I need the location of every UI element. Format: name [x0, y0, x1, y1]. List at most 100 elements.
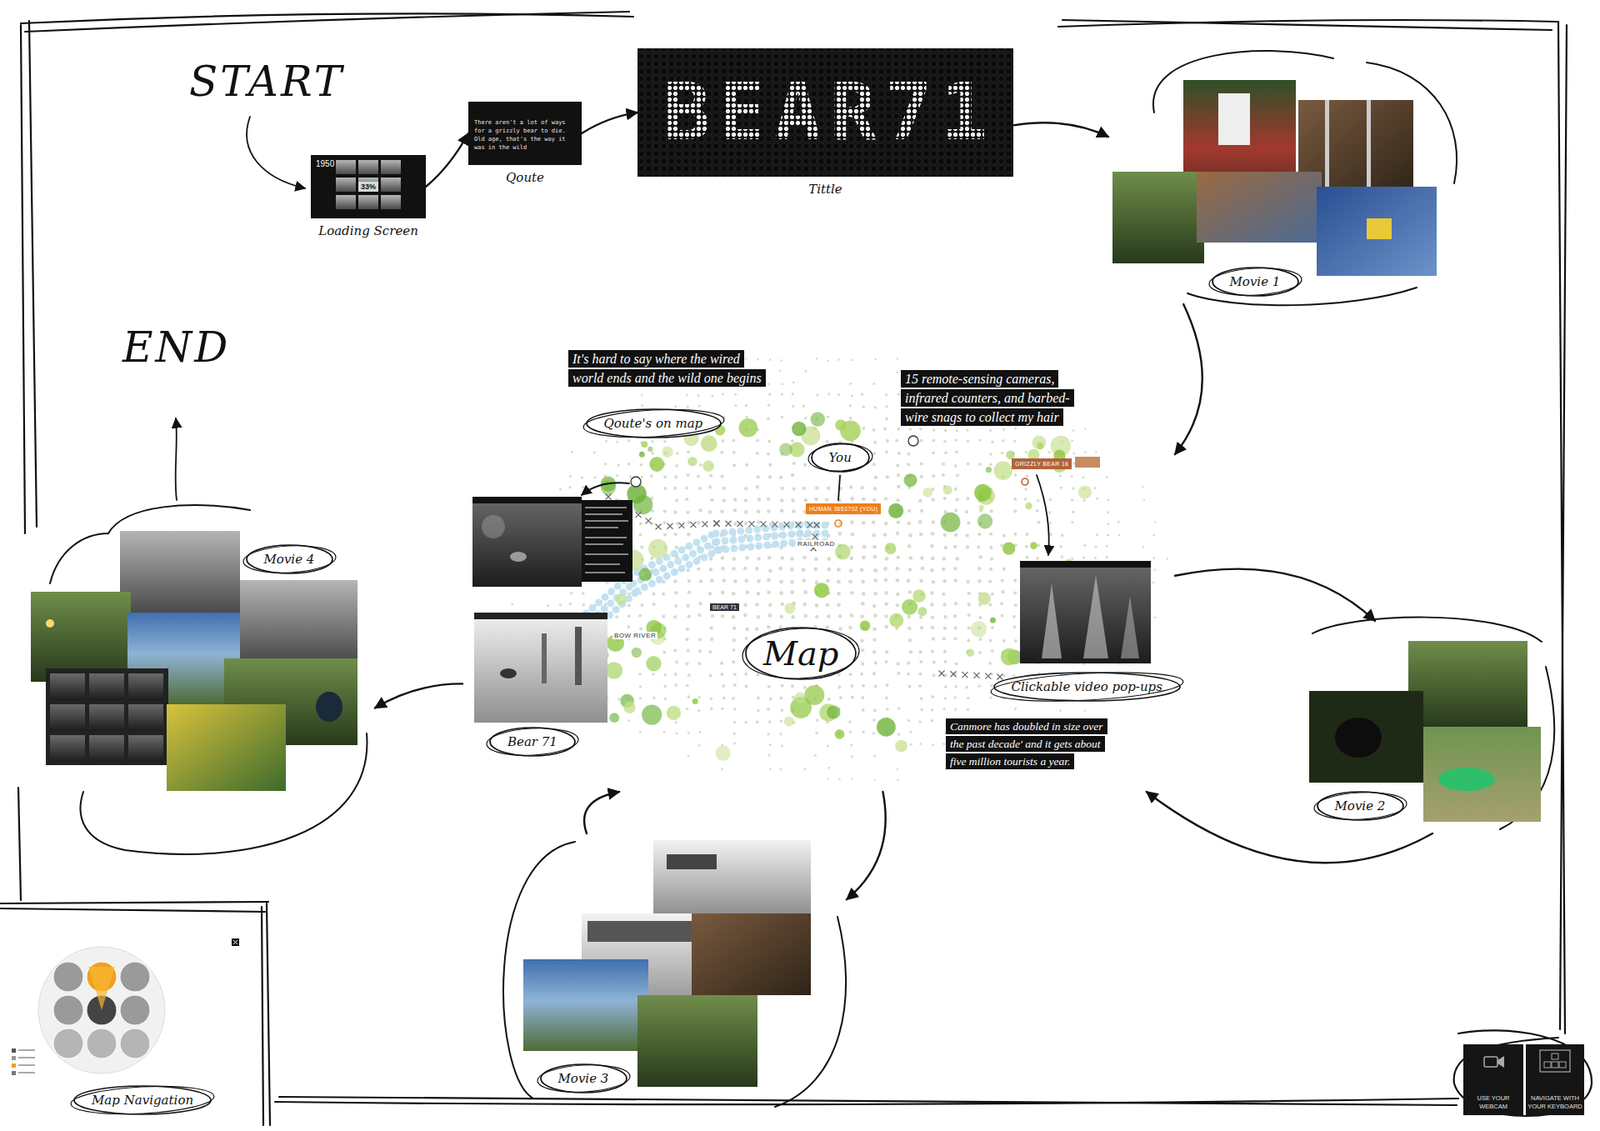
map-dot	[862, 545, 867, 550]
map-dot	[663, 486, 667, 490]
map-dot	[885, 650, 889, 654]
map-dot	[1070, 499, 1074, 502]
map-dot	[639, 685, 642, 688]
video-popups	[1041, 583, 1062, 659]
map-dot	[570, 591, 573, 595]
map-dot	[1070, 557, 1075, 561]
map-dot	[651, 672, 655, 676]
map-dot	[674, 532, 678, 536]
map-navigation-art	[11, 938, 240, 1075]
map-dot	[627, 614, 631, 618]
map-dot	[895, 531, 900, 536]
map-dot	[907, 719, 910, 722]
map-dot	[1002, 534, 1006, 538]
map-dot	[836, 603, 841, 608]
map-dot	[720, 672, 724, 676]
map-dot	[954, 578, 958, 582]
map-dot	[744, 578, 749, 583]
map-dot	[849, 672, 853, 676]
map-dot	[966, 462, 970, 466]
map-dot	[955, 662, 959, 666]
map-dot	[1060, 485, 1063, 489]
map-dot	[988, 580, 992, 584]
map-dot	[739, 418, 759, 438]
map-dot	[919, 660, 923, 664]
video-popups	[585, 513, 623, 515]
map-dot	[745, 357, 747, 360]
map-dot	[1024, 497, 1028, 501]
map-dot	[700, 553, 709, 561]
map-dot	[989, 567, 993, 571]
map-navigation-art	[120, 1028, 150, 1059]
map-dot	[874, 685, 878, 689]
map-dot	[685, 637, 689, 641]
map-dot	[1031, 435, 1046, 450]
map-dot	[699, 463, 703, 467]
movie-collage	[1408, 640, 1528, 727]
map-dot	[979, 637, 983, 641]
map-dot	[767, 382, 770, 385]
map-dot	[815, 718, 820, 722]
map-dot	[942, 579, 947, 584]
map-dot	[804, 768, 807, 771]
node-text: USE YOUR WEBCAM	[1465, 1094, 1522, 1110]
map-dot	[873, 578, 878, 583]
map-dot	[698, 649, 702, 653]
map-dot	[805, 530, 813, 538]
map-dot	[989, 639, 993, 643]
map-dot	[1000, 648, 1019, 666]
map-dot	[1014, 427, 1017, 430]
map-dot	[944, 450, 948, 455]
movie-collage	[50, 735, 85, 762]
map-dot	[756, 579, 761, 584]
map-dot	[745, 463, 749, 467]
map-dot	[766, 578, 771, 583]
map-dot	[700, 535, 709, 543]
map-dot	[593, 451, 596, 455]
map-dot	[755, 485, 760, 489]
map-dot	[790, 556, 795, 561]
map-dot	[814, 556, 819, 561]
movie-collage	[1366, 100, 1371, 195]
map-dot	[605, 661, 623, 679]
sketch-ellipse	[1208, 265, 1303, 298]
map-dot	[897, 706, 901, 710]
map-dot	[815, 357, 819, 360]
label-ellipse: Movie 2	[1316, 790, 1405, 821]
map-dot	[931, 439, 935, 443]
hand-label: Qoute's on map	[585, 408, 722, 439]
map-navigation-art	[11, 1070, 16, 1075]
movie-collage	[315, 691, 343, 722]
map-dot	[850, 532, 855, 537]
map-dot	[884, 496, 888, 500]
map-dot	[827, 392, 830, 395]
map-dot	[826, 705, 840, 720]
map-dot	[697, 394, 700, 397]
screenshot-box: Loading Screen195033%	[310, 155, 426, 219]
map-dot	[883, 566, 888, 571]
map-dot	[757, 497, 761, 501]
map-dot	[872, 604, 877, 609]
map-dot	[702, 460, 715, 472]
map-dot	[966, 580, 970, 584]
movie-collage	[1112, 171, 1205, 264]
map-tag: HUMAN 3653702 (YOU)	[805, 503, 881, 515]
map-dot	[721, 486, 725, 490]
map-dot	[685, 510, 690, 515]
map-dot	[917, 606, 927, 616]
map-dot	[647, 446, 653, 452]
map-dot	[989, 532, 993, 536]
leader-lines	[1075, 456, 1100, 468]
railroad-mark	[725, 520, 731, 527]
sketch-frame	[1560, 25, 1567, 1030]
map-dot	[990, 592, 995, 596]
screenshot-art	[380, 160, 401, 175]
map-dot	[792, 486, 796, 490]
map-dot	[953, 614, 957, 618]
map-dot	[778, 566, 783, 571]
map-dot	[1084, 450, 1087, 454]
map-dot	[731, 615, 736, 620]
screenshot-art	[335, 177, 356, 192]
node-text: Movie 3	[558, 1070, 610, 1086]
map-dot	[978, 650, 982, 655]
